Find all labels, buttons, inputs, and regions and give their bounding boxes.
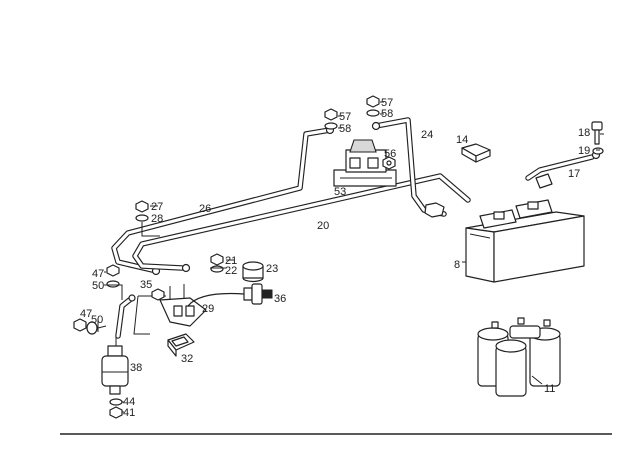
battery-8 xyxy=(465,199,585,283)
nut-56 xyxy=(382,156,396,170)
callout-36: 36 xyxy=(274,293,286,305)
wire-29 xyxy=(187,292,245,307)
cable-24 xyxy=(371,117,447,218)
callout-28: 28 xyxy=(151,213,163,225)
callout-58: 58 xyxy=(381,108,393,120)
callout-41: 41 xyxy=(123,407,135,419)
callout-47: 47 xyxy=(80,308,92,320)
callout-57: 57 xyxy=(381,97,393,109)
nut-47-top xyxy=(106,264,120,277)
callout-32: 32 xyxy=(181,353,193,365)
callout-38: 38 xyxy=(130,362,142,374)
fuse-holder-29 xyxy=(133,284,207,335)
nut-35 xyxy=(151,288,165,301)
callout-21: 21 xyxy=(225,255,237,267)
washer-44 xyxy=(109,398,123,406)
callout-56: 56 xyxy=(384,148,396,160)
distribution-block-53 xyxy=(333,139,397,187)
leader-lines xyxy=(97,101,604,413)
ring-32 xyxy=(167,333,195,357)
callout-29: 29 xyxy=(202,303,214,315)
cable-17 xyxy=(525,150,601,189)
washer-50-left xyxy=(86,321,98,335)
connector-36 xyxy=(243,283,273,305)
relay-38 xyxy=(101,336,129,395)
wire-35 xyxy=(115,294,136,339)
nut-47-left xyxy=(73,318,87,332)
callout-18: 18 xyxy=(578,127,590,139)
callout-57: 57 xyxy=(339,111,351,123)
callout-20: 20 xyxy=(317,220,329,232)
callout-47: 47 xyxy=(92,268,104,280)
callout-50: 50 xyxy=(92,280,104,292)
callout-58: 58 xyxy=(339,123,351,135)
callout-19: 19 xyxy=(578,145,590,157)
callout-14: 14 xyxy=(456,134,468,146)
callout-24: 24 xyxy=(421,129,433,141)
bolt-18 xyxy=(591,121,603,145)
nut-41 xyxy=(109,406,123,419)
callout-53: 53 xyxy=(334,186,346,198)
cable-26 xyxy=(111,125,335,276)
callout-26: 26 xyxy=(199,203,211,215)
battery-pack-11 xyxy=(477,317,561,397)
nut-27 xyxy=(135,200,149,213)
callout-44: 44 xyxy=(123,396,135,408)
nut-21 xyxy=(210,253,224,266)
washer-19 xyxy=(592,147,604,155)
callout-22: 22 xyxy=(225,265,237,277)
callout-11: 11 xyxy=(544,383,555,395)
nut-57-left xyxy=(324,108,338,121)
callout-35: 35 xyxy=(140,279,152,291)
callout-50: 50 xyxy=(91,314,103,326)
bracket-14 xyxy=(461,143,491,163)
washer-58-left xyxy=(324,122,338,130)
cap-23 xyxy=(242,261,264,283)
callout-8: 8 xyxy=(454,259,460,271)
washer-50-top xyxy=(106,280,120,288)
callout-17: 17 xyxy=(568,168,580,180)
washer-22 xyxy=(210,265,224,273)
washer-28 xyxy=(135,214,149,222)
cable-20 xyxy=(132,173,471,273)
washer-58-right xyxy=(366,109,380,117)
nut-57-right xyxy=(366,95,380,108)
callout-27: 27 xyxy=(151,201,163,213)
callout-23: 23 xyxy=(266,263,278,275)
